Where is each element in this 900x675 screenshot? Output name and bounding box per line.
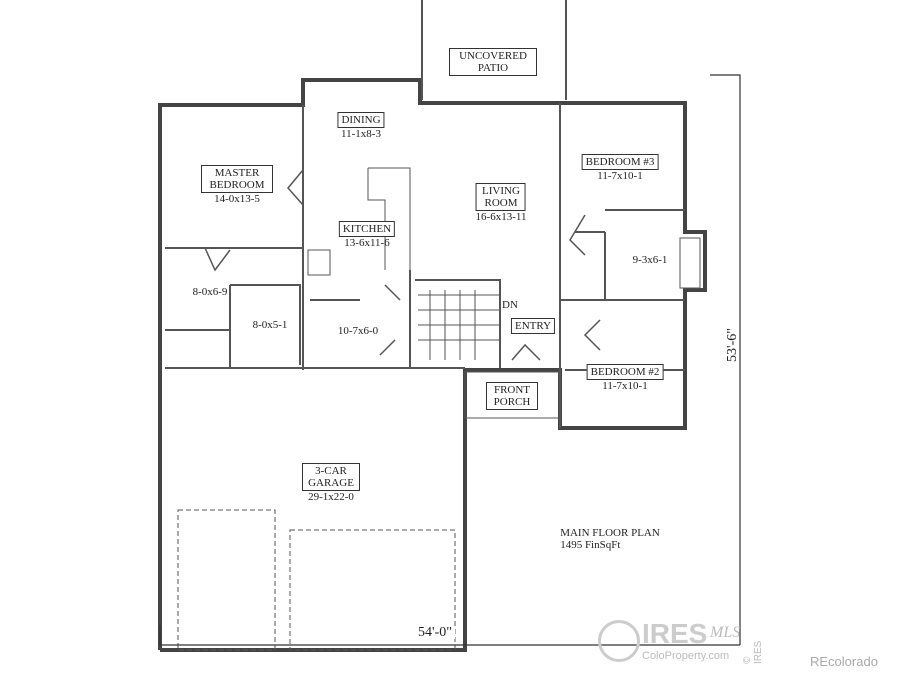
tub xyxy=(679,237,701,289)
depth-dimension: 53'-6" xyxy=(725,325,740,365)
patio-outline xyxy=(421,0,567,100)
ires-copyright: © IRES xyxy=(742,640,764,664)
entry-label: ENTRY xyxy=(510,318,556,334)
garage-door-1 xyxy=(177,509,276,651)
width-dimension: 54'-0" xyxy=(415,626,455,640)
exterior-wall xyxy=(158,78,707,652)
stairs xyxy=(418,290,500,360)
width-dimension-line xyxy=(159,625,740,646)
mls-mark: MLS xyxy=(710,624,741,641)
front-porch-label: FRONT PORCH xyxy=(486,382,538,410)
door-swings xyxy=(204,169,601,361)
garage-door-2 xyxy=(289,529,456,651)
closet-label: 8-0x5-1 xyxy=(252,319,288,331)
ires-brand: IRES xyxy=(642,618,708,649)
stove xyxy=(307,249,331,276)
laundry-label: 10-7x6-0 xyxy=(337,325,379,337)
depth-dimension-line xyxy=(710,74,741,645)
house-logo-icon xyxy=(598,620,640,662)
porch-outline xyxy=(464,371,561,419)
coloproperty-text: ColoProperty.com xyxy=(642,650,730,662)
recolorado-credit: REcolorado xyxy=(810,654,878,669)
kitchen-island xyxy=(367,167,411,270)
bath-2-label: 9-3x6-1 xyxy=(632,254,668,266)
interior-walls xyxy=(165,103,685,428)
stairs-down-label: DN xyxy=(502,299,518,311)
master-bath-label: 8-0x6-9 xyxy=(192,286,228,298)
patio-label: UNCOVERED PATIO xyxy=(449,48,537,76)
ires-watermark: IRES MLS ColoProperty.com © IRES xyxy=(598,618,768,668)
